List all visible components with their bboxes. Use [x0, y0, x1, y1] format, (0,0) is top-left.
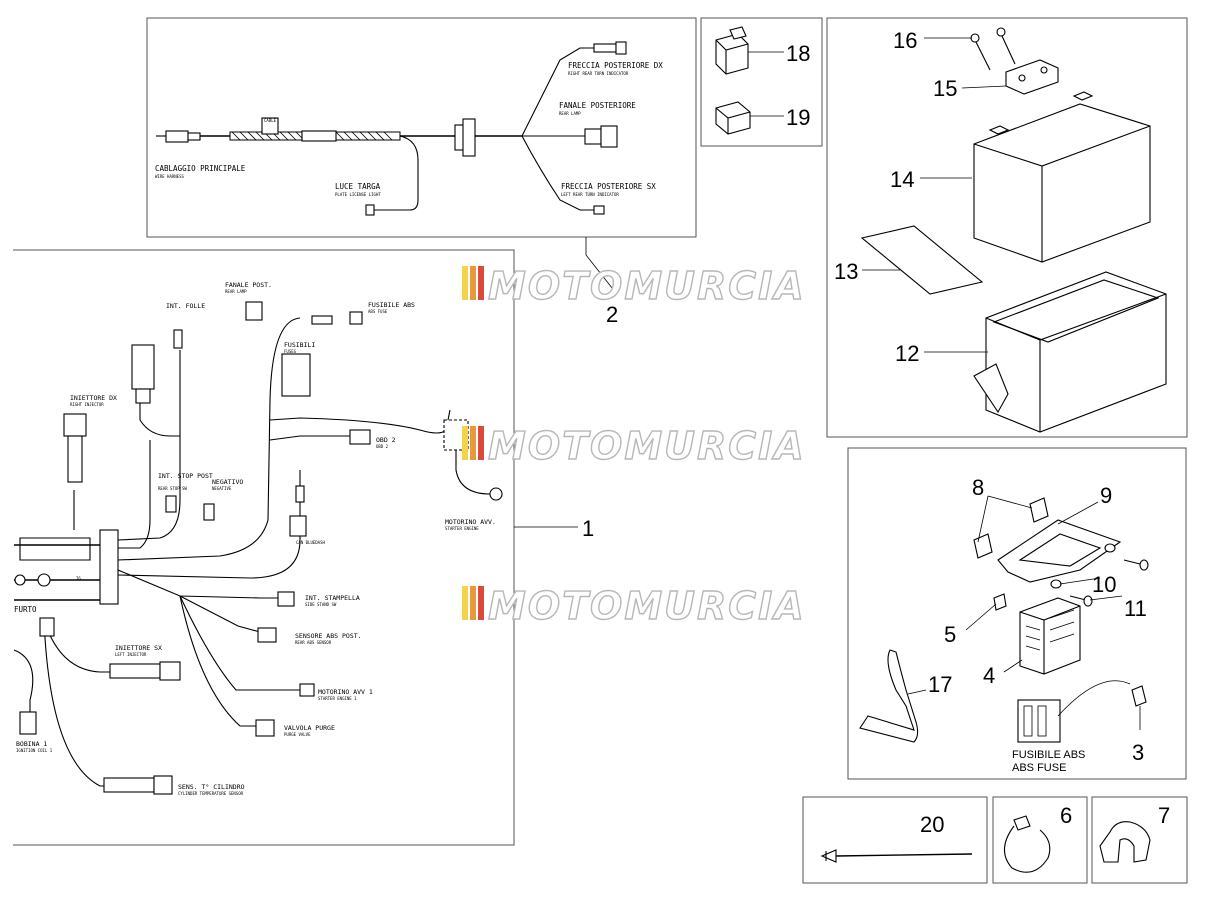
fuse-box-panel	[847, 447, 1187, 780]
callout-9: 9	[1100, 483, 1112, 508]
fusibili-label: FUSIBILI	[284, 341, 315, 349]
abs-fuse-sublabel: ABS FUSE	[1012, 762, 1066, 774]
fusibile-abs-harness-label: FUSIBILE ABS	[368, 301, 415, 309]
callout-14: 14	[890, 167, 914, 192]
fusibili-sublabel: FUSES	[284, 349, 297, 354]
int-folle-label: INT. FOLLE	[166, 302, 205, 310]
bobina-label: BOBINA 1	[16, 740, 47, 748]
motorino-avv-label: MOTORINO AVV.	[445, 518, 496, 526]
valvola-purge-sublabel: PURGE VALVE	[284, 732, 311, 737]
callout-20: 20	[920, 812, 944, 837]
callout-19: 19	[786, 105, 810, 130]
sens-t-sublabel: CYLINDER TEMPERATURE SENSOR	[178, 791, 244, 796]
main-harness-label: CABLAGGIO PRINCIPALE	[155, 164, 246, 173]
callout-15: 15	[933, 76, 957, 101]
main-harness-sublabel: WIRE HARNESS	[155, 174, 184, 179]
right-turn-sublabel: RIGHT REAR TURN INDICATOR	[568, 71, 629, 76]
harness-code: 76	[76, 576, 81, 581]
callout-17: 17	[928, 672, 952, 697]
abs-fuse-label: FUSIBILE ABS	[1012, 749, 1085, 761]
plate-light-label: LUCE TARGA	[335, 182, 381, 191]
callout-13: 13	[834, 259, 858, 284]
callout-16: 16	[893, 28, 917, 53]
bobina-sublabel: IGNITION COIL 1	[16, 748, 53, 753]
small-parts-drawing	[820, 815, 1151, 873]
int-stop-label: INT. STOP POST	[158, 472, 213, 480]
callout-5: 5	[944, 622, 956, 647]
negativo-label: NEGATIVO	[212, 478, 243, 486]
main-harness-panel	[13, 249, 515, 846]
motorino-avv-sublabel: STARTER ENGINE	[445, 526, 479, 531]
clamp-panel-6	[992, 796, 1088, 884]
svg-text:MOTOMURCIA: MOTOMURCIA	[488, 264, 806, 308]
plate-light-sublabel: PLATE LICENSE LIGHT	[335, 192, 381, 197]
svg-text:MOTOMURCIA: MOTOMURCIA	[488, 584, 806, 628]
obd2-sublabel: OBD 2	[376, 444, 389, 449]
right-turn-label: FRECCIA POSTERIORE DX	[568, 61, 663, 70]
fusibile-abs-harness-sublabel: ABS FUSE	[368, 309, 388, 314]
int-stop-sublabel: REAR STOP SW	[158, 486, 187, 491]
motorino-1-sublabel: STARTER ENGINE 1	[318, 696, 357, 701]
callout-4: 4	[983, 663, 995, 688]
int-stampella-label: INT. STAMPELLA	[305, 594, 360, 602]
valvola-purge-label: VALVOLA PURGE	[284, 724, 335, 732]
callout-8: 8	[972, 475, 984, 500]
cable-tag: CABLE	[264, 118, 277, 123]
callout-7: 7	[1158, 803, 1170, 828]
clamp-panel-7	[1091, 796, 1188, 884]
main-harness-drawing	[13, 301, 503, 795]
cable-tie-panel	[802, 796, 988, 884]
sensore-abs-sublabel: REAR ABS SENSOR	[295, 640, 332, 645]
left-turn-label: FRECCIA POSTERIORE SX	[561, 182, 656, 191]
sensore-abs-label: SENSORE ABS POST.	[295, 632, 362, 640]
motorino-1-label: MOTORINO AVV 1	[318, 688, 373, 696]
left-turn-sublabel: LEFT REAR TURN INDICATOR	[561, 192, 619, 197]
int-stampella-sublabel: SIDE STAND SW	[305, 602, 337, 607]
rear-harness-drawing: CABLE	[156, 41, 627, 216]
rear-lamp-label: FANALE POSTERIORE	[559, 101, 636, 110]
battery-drawing	[860, 27, 1167, 433]
iniettore-dx-label: INIETTORE DX	[70, 394, 117, 402]
fuse-box-drawing	[859, 495, 1149, 743]
callout-1: 1	[582, 516, 594, 541]
iniettore-dx-sublabel: RIGHT INJECTOR	[70, 402, 104, 407]
callout-12: 12	[895, 341, 919, 366]
callout-3: 3	[1132, 740, 1144, 765]
obd2-label: OBD 2	[376, 436, 396, 444]
relay-drawing	[715, 26, 784, 135]
can-bluedash-label: CAN BLUEDASH	[296, 540, 325, 545]
watermark-3: MOTOMURCIA	[462, 583, 806, 629]
callout-11: 11	[1124, 596, 1147, 621]
iniettore-sx-label: INIETTORE SX	[115, 644, 162, 652]
rear-lamp-sublabel: REAR LAMP	[559, 111, 581, 116]
callout-2: 2	[606, 302, 618, 327]
watermark-1: MOTOMURCIA	[462, 263, 806, 309]
sens-t-label: SENS. T° CILINDRO	[178, 783, 245, 791]
furto-label: FURTO	[14, 605, 37, 614]
svg-text:MOTOMURCIA: MOTOMURCIA	[488, 424, 806, 468]
fanale-post-label: FANALE POST.	[225, 281, 272, 289]
watermark-2: MOTOMURCIA	[462, 423, 806, 469]
iniettore-sx-sublabel: LEFT INJECTOR	[115, 652, 147, 657]
fanale-post-sublabel: REAR LAMP	[225, 289, 247, 294]
negativo-sublabel: NEGATIVE	[212, 486, 232, 491]
callout-6: 6	[1060, 803, 1072, 828]
callout-10: 10	[1092, 572, 1116, 597]
callout-18: 18	[786, 41, 810, 66]
